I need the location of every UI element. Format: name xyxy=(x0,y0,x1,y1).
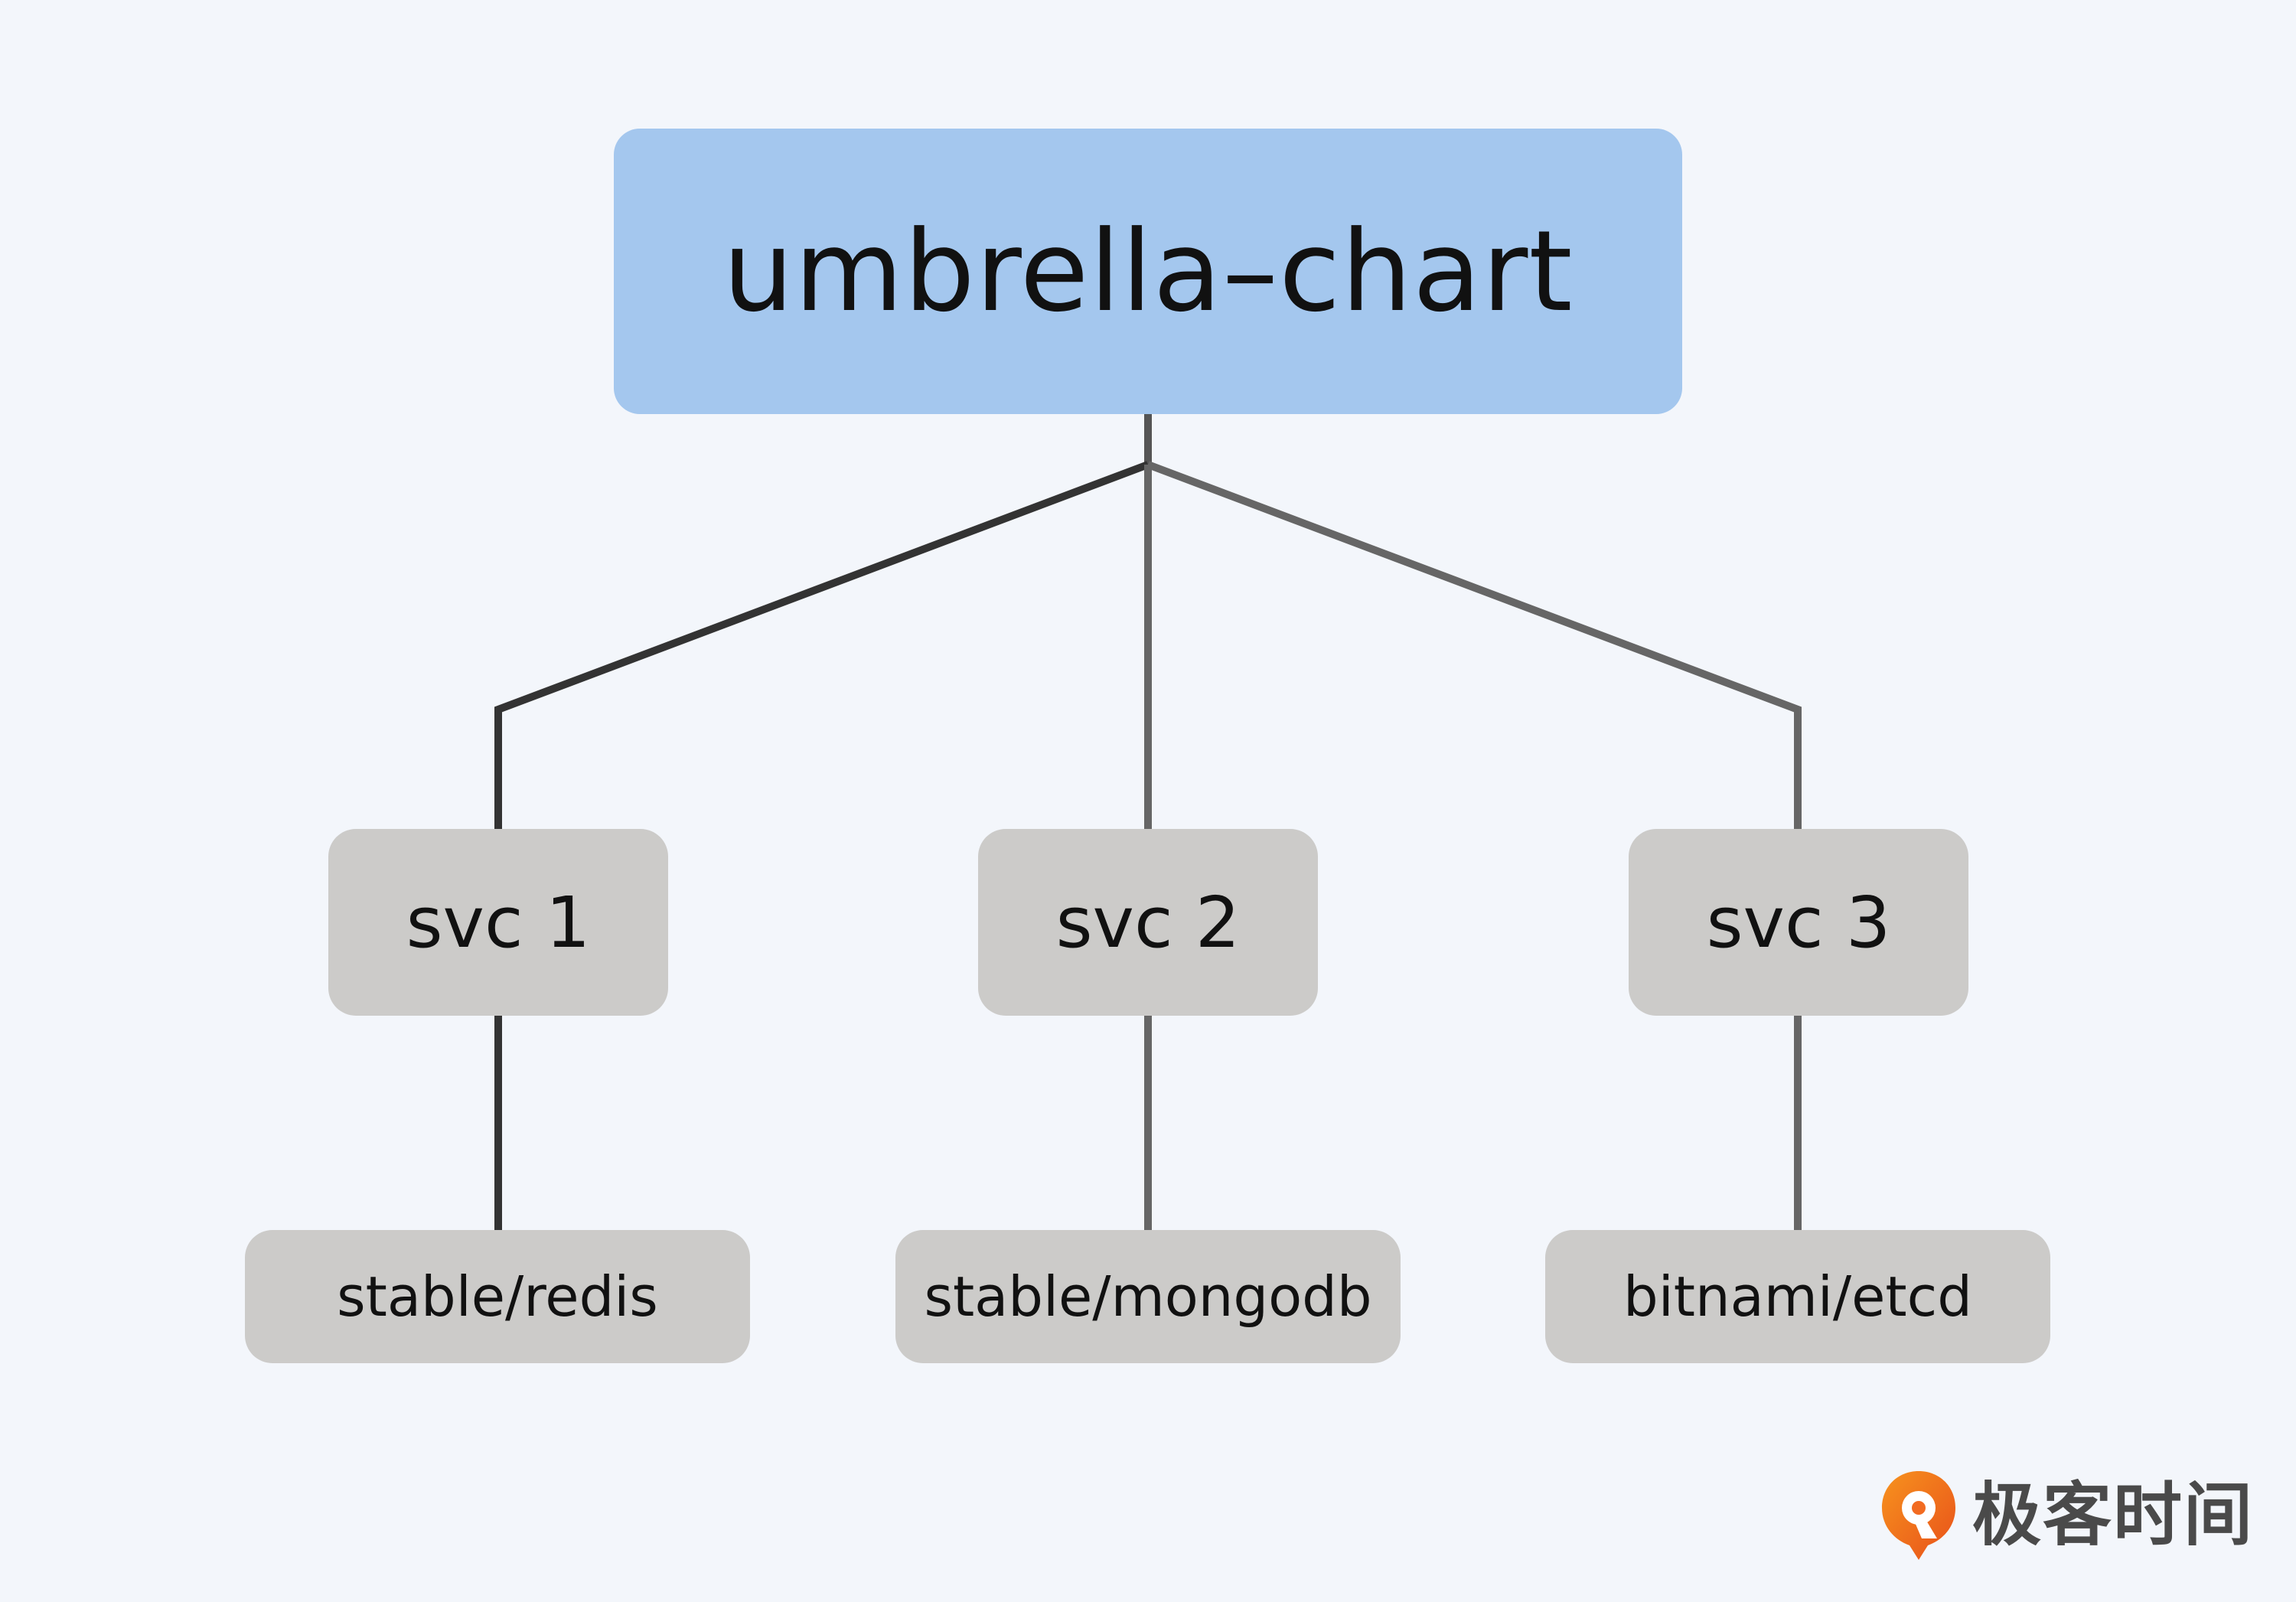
svc-1-node: svc 1 xyxy=(328,829,668,1016)
watermark-text: 极客时间 xyxy=(1972,1475,2254,1555)
chart-etcd-label: bitnami/etcd xyxy=(1623,1264,1972,1329)
geektime-watermark: 极客时间 xyxy=(1879,1466,2262,1565)
svc-2-node: svc 2 xyxy=(978,829,1318,1016)
chart-etcd-node: bitnami/etcd xyxy=(1545,1230,2050,1363)
chart-redis-node: stable/redis xyxy=(245,1230,750,1363)
umbrella-chart-label: umbrella–chart xyxy=(722,206,1574,337)
connector-root-to-svc-1 xyxy=(494,461,1150,829)
geektime-logo-icon xyxy=(1882,1471,1955,1560)
svc-3-node: svc 3 xyxy=(1629,829,1968,1016)
svc-1-label: svc 1 xyxy=(406,881,591,964)
connector-root-to-svc-3 xyxy=(1146,461,1802,829)
chart-redis-label: stable/redis xyxy=(337,1264,658,1329)
chart-mongodb-node: stable/mongodb xyxy=(895,1230,1401,1363)
svc-2-label: svc 2 xyxy=(1055,881,1241,964)
svc-3-label: svc 3 xyxy=(1706,881,1891,964)
chart-mongodb-label: stable/mongodb xyxy=(924,1264,1372,1329)
umbrella-chart-node: umbrella–chart xyxy=(614,129,1682,414)
